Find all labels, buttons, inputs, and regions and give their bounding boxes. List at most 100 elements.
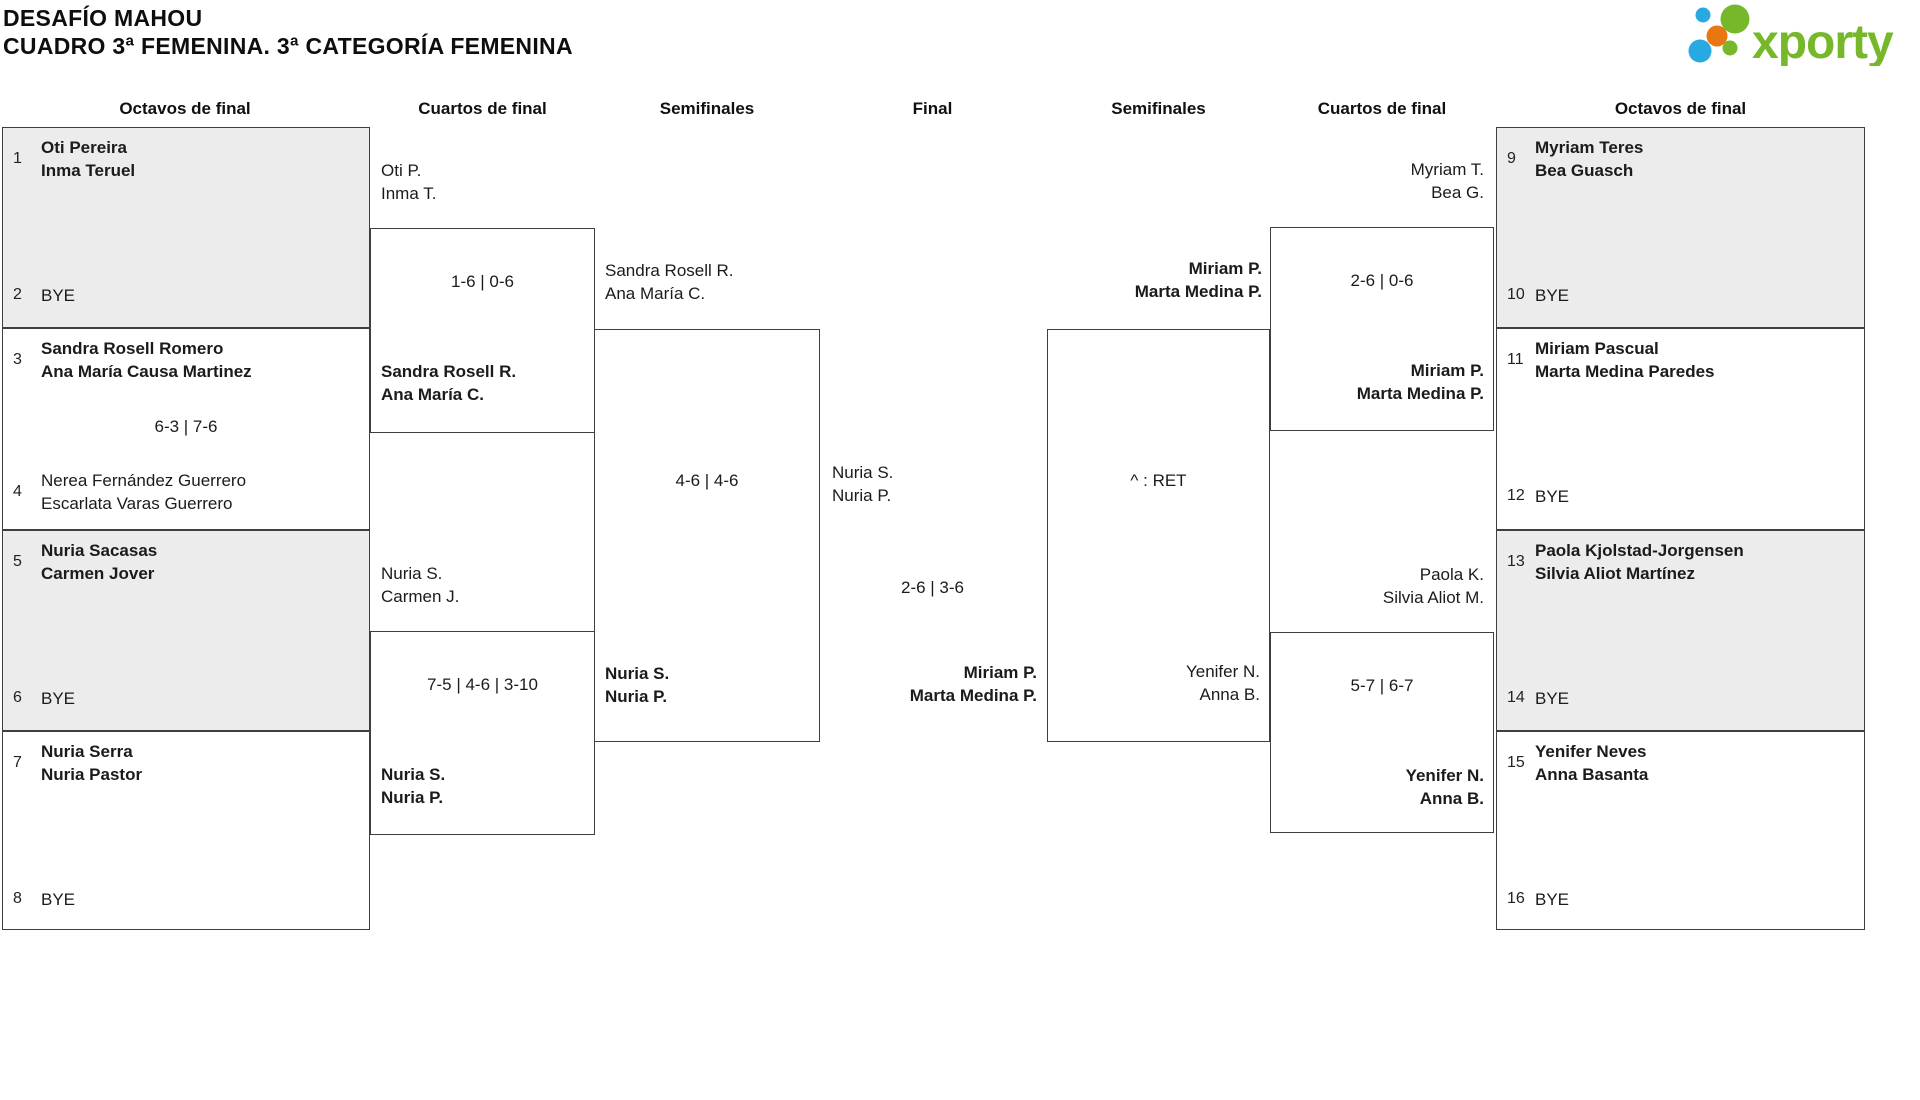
team-name: Marta Medina Paredes — [1535, 362, 1715, 381]
seed-number: 14 — [1507, 689, 1525, 706]
team-name: Bea G. — [1431, 183, 1484, 202]
team-name: Sandra Rosell Romero — [41, 339, 224, 358]
final-top-team: Nuria S. Nuria P. — [832, 461, 893, 507]
team-name: Miriam P. — [1410, 361, 1484, 380]
team-name: Miriam P. — [1188, 259, 1262, 278]
seed-number: 11 — [1507, 351, 1524, 368]
team-name: Yenifer Neves — [1535, 742, 1647, 761]
bye-label: BYE — [41, 889, 76, 909]
bye-label: BYE — [1535, 889, 1570, 909]
qf-right-1-winner-team: Miriam P. Marta Medina P. — [1357, 359, 1484, 405]
team-name: Nuria S. — [381, 564, 443, 583]
score-label: 7-5 | 4-6 | 3-10 — [427, 675, 538, 694]
tournament-name: DESAFÍO MAHOU — [3, 5, 203, 31]
qf-left-2-top-team: Nuria S. Carmen J. — [381, 562, 459, 608]
team-name: Marta Medina P. — [1356, 384, 1484, 403]
sf-left-winner-team: Nuria S. Nuria P. — [605, 662, 669, 708]
team-name: Nuria Pastor — [41, 765, 143, 784]
score-label: 6-3 | 7-6 — [154, 417, 218, 436]
team-name: Marta Medina P. — [1134, 282, 1262, 301]
match-box-qf-left-2: 7-5 | 4-6 | 3-10 Nuria S. Nuria P. — [370, 631, 595, 835]
team-name: Anna B. — [1419, 789, 1484, 808]
round-header-semifinales-right: Semifinales — [1111, 99, 1206, 118]
team-name: Silvia Aliot M. — [1382, 588, 1484, 607]
team-name: Ana María Causa Martinez — [41, 362, 252, 381]
sf-right-top-team: Miriam P. Marta Medina P. — [1047, 257, 1262, 303]
xporty-logo[interactable]: xporty — [1686, 2, 1914, 69]
round-header-final: Final — [912, 99, 953, 118]
team-name: Inma Teruel — [41, 161, 136, 180]
seed-number: 12 — [1507, 487, 1525, 504]
team-name: Nuria P. — [832, 486, 892, 505]
score-label: 4-6 | 4-6 — [675, 471, 739, 490]
team-name: Sandra Rosell R. — [605, 261, 734, 280]
match-box-sf-right: ^ : RET Yenifer N. Anna B. — [1047, 329, 1270, 742]
team-name: Carmen J. — [381, 587, 460, 606]
team-name: Oti Pereira — [41, 138, 127, 157]
team-name: Silvia Aliot Martínez — [1535, 564, 1695, 583]
seed-number: 5 — [13, 553, 22, 570]
match-box-qf-right-1: 2-6 | 0-6 Miriam P. Marta Medina P. — [1270, 227, 1494, 431]
seed-number: 15 — [1507, 754, 1525, 771]
team-name: Sandra Rosell R. — [381, 362, 517, 381]
team-name: Nuria Serra — [41, 742, 133, 761]
team-name: Anna Basanta — [1535, 765, 1649, 784]
team-name: Nuria P. — [381, 788, 444, 807]
match-box-sf-left: 4-6 | 4-6 Nuria S. Nuria P. — [594, 329, 820, 742]
team-name: Escarlata Varas Guerrero — [41, 494, 233, 513]
match-box-qf-right-2: 5-7 | 6-7 Yenifer N. Anna B. — [1270, 632, 1494, 833]
team-name: Nuria Sacasas — [41, 541, 158, 560]
team-name: Myriam T. — [1410, 160, 1484, 179]
score-label: ^ : RET — [1130, 471, 1187, 490]
bye-label: BYE — [41, 688, 76, 708]
bye-label: BYE — [1535, 688, 1570, 708]
team-entry: 12 BYE — [1497, 473, 1864, 519]
qf-right-1-top-team: Myriam T. Bea G. — [1270, 158, 1484, 204]
sf-right-bottom-team: Yenifer N. Anna B. — [1186, 660, 1260, 706]
seed-number: 4 — [13, 483, 22, 500]
team-name: Oti P. — [381, 161, 422, 180]
xporty-logo-icon: xporty — [1688, 4, 1895, 69]
team-name: Miriam Pascual — [1535, 339, 1659, 358]
team-name: Anna B. — [1199, 685, 1261, 704]
round-header-cuartos-left: Cuartos de final — [418, 99, 547, 118]
round-header-semifinales-left: Semifinales — [659, 99, 755, 118]
team-name: Marta Medina P. — [909, 686, 1037, 705]
bracket-subtitle: CUADRO 3ª FEMENINA. 3ª CATEGORÍA FEMENIN… — [3, 33, 573, 59]
match-box-qf-left-1: 1-6 | 0-6 Sandra Rosell R. Ana María C. — [370, 228, 595, 433]
team-name: Nerea Fernández Guerrero — [41, 471, 247, 490]
bye-label: BYE — [41, 285, 76, 305]
team-entry: 8 BYE — [3, 876, 369, 922]
team-name: Ana María C. — [605, 284, 706, 303]
team-entry: 16 BYE — [1497, 876, 1864, 922]
team-name: Carmen Jover — [41, 564, 155, 583]
team-name: Paola K. — [1419, 565, 1484, 584]
qf-right-2-top-team: Paola K. Silvia Aliot M. — [1270, 563, 1484, 609]
team-entry: 6 BYE — [3, 675, 369, 721]
team-name: Miriam P. — [963, 663, 1037, 682]
team-name: Inma T. — [381, 184, 437, 203]
round-header-octavos-left: Octavos de final — [119, 99, 251, 118]
seed-number: 16 — [1507, 890, 1525, 907]
team-name: Myriam Teres — [1535, 138, 1644, 157]
bye-label: BYE — [1535, 285, 1570, 305]
score-label: 1-6 | 0-6 — [450, 272, 514, 291]
team-entry: 2 BYE — [3, 272, 369, 318]
team-entry: 14 BYE — [1497, 675, 1864, 721]
